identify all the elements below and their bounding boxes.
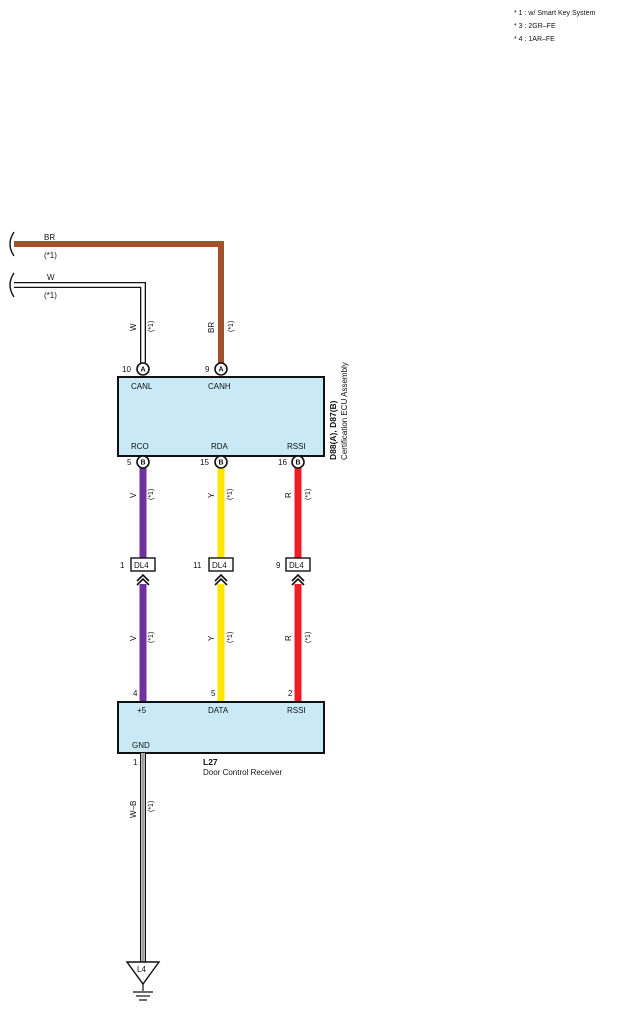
chevron-up-icon bbox=[136, 573, 150, 586]
wire-v-upper-note: (*1) bbox=[148, 489, 155, 500]
connector-code: A bbox=[141, 367, 146, 374]
wire-r-lower-label: R bbox=[284, 635, 293, 641]
wire-v-lower-note: (*1) bbox=[148, 632, 155, 643]
receiver-pin-label-data: DATA bbox=[208, 706, 229, 715]
ecu-pin-16: 16 B bbox=[278, 455, 305, 469]
ecu-id: D88(A), D87(B) bbox=[328, 400, 338, 460]
wire-wb-label: W–B bbox=[129, 801, 138, 818]
connector-code: B bbox=[219, 460, 224, 467]
wire-y-lower-label: Y bbox=[207, 635, 216, 641]
ground-triangle-icon bbox=[125, 961, 161, 986]
ground-label: L4 bbox=[137, 965, 146, 974]
wire-br-vertical-note: (*1) bbox=[228, 321, 235, 332]
wire-r-lower-note: (*1) bbox=[305, 632, 312, 643]
wire-y-lower-note: (*1) bbox=[227, 632, 234, 643]
ecu-box: CANL CANH RCO RDA RSSI bbox=[117, 376, 325, 457]
wire-wb-note: (*1) bbox=[148, 801, 155, 812]
wire-br-vertical-label: BR bbox=[207, 322, 216, 333]
wire-y-upper-label: Y bbox=[207, 492, 216, 498]
pin-number: 11 bbox=[193, 561, 202, 570]
wire-br-color-label: BR bbox=[44, 233, 55, 242]
wire-y-upper-note: (*1) bbox=[227, 489, 234, 500]
ecu-pin-15: 15 B bbox=[200, 455, 228, 469]
chevron-up-icon bbox=[291, 573, 305, 586]
notes-legend: * 1 : w/ Smart Key System * 3 : 2GR–FE *… bbox=[514, 10, 595, 43]
wire-w: W (*1) bbox=[9, 272, 146, 366]
wire-v-lower-label: V bbox=[129, 635, 138, 641]
ecu-name: Certification ECU Assembly bbox=[340, 362, 349, 460]
ground-point: L4 bbox=[125, 961, 161, 1001]
dl4-connector-11: 11 DL4 bbox=[193, 557, 234, 586]
ecu-pin-label-canh: CANH bbox=[208, 382, 231, 391]
wire-w-note: (*1) bbox=[44, 291, 57, 300]
note-1: * 1 : w/ Smart Key System bbox=[514, 10, 595, 17]
wire-br: BR (*1) bbox=[9, 231, 224, 366]
receiver-pin-5: 5 bbox=[211, 689, 216, 698]
ecu-pin-10: 10 A bbox=[122, 362, 150, 376]
receiver-id: L27 bbox=[203, 757, 218, 767]
connector-code: DL4 bbox=[212, 561, 227, 570]
wire-break-symbol bbox=[9, 231, 15, 257]
dl4-connector-9: 9 DL4 bbox=[276, 557, 311, 586]
ecu-pin-label-rco: RCO bbox=[131, 442, 149, 451]
pin-number: 9 bbox=[205, 365, 210, 374]
note-4: * 4 : 1AR–FE bbox=[514, 36, 555, 43]
ecu-pin-label-canl: CANL bbox=[131, 382, 153, 391]
wire-v-upper-label: V bbox=[129, 492, 138, 498]
ecu-pin-label-rda: RDA bbox=[211, 442, 229, 451]
receiver-pin-4: 4 bbox=[133, 689, 138, 698]
wire-r-upper-label: R bbox=[284, 492, 293, 498]
receiver-gnd-label: GND bbox=[132, 741, 150, 750]
wire-w-color-label: W bbox=[47, 273, 55, 282]
connector-code: DL4 bbox=[289, 561, 304, 570]
receiver-name: Door Control Receiver bbox=[203, 768, 282, 777]
note-3: * 3 : 2GR–FE bbox=[514, 23, 556, 30]
receiver-pin-label-plus5: +5 bbox=[137, 706, 147, 715]
connector-code: A bbox=[219, 367, 224, 374]
ecu-pin-label-rssi: RSSI bbox=[287, 442, 306, 451]
receiver-box: +5 DATA RSSI GND bbox=[117, 701, 325, 754]
pin-number: 5 bbox=[127, 458, 132, 467]
connector-code: B bbox=[141, 460, 146, 467]
receiver-gnd-pin: 1 bbox=[133, 758, 138, 767]
connector-code: DL4 bbox=[134, 561, 149, 570]
pin-number: 16 bbox=[278, 458, 287, 467]
pin-number: 10 bbox=[122, 365, 131, 374]
pin-number: 9 bbox=[276, 561, 281, 570]
pin-number: 1 bbox=[120, 561, 125, 570]
dl4-connector-1: 1 DL4 bbox=[120, 557, 156, 586]
wire-break-symbol bbox=[9, 272, 15, 298]
wire-w-vertical-label: W bbox=[129, 323, 138, 331]
ecu-pin-5: 5 B bbox=[127, 455, 150, 469]
wire-r-upper-note: (*1) bbox=[305, 489, 312, 500]
pin-number: 15 bbox=[200, 458, 209, 467]
receiver-pin-2: 2 bbox=[288, 689, 293, 698]
wire-br-note: (*1) bbox=[44, 251, 57, 260]
receiver-pin-label-rssi: RSSI bbox=[287, 706, 306, 715]
connector-code: B bbox=[296, 460, 301, 467]
chevron-up-icon bbox=[214, 573, 228, 586]
wire-w-vertical-note: (*1) bbox=[148, 321, 155, 332]
ecu-pin-9: 9 A bbox=[205, 362, 228, 376]
